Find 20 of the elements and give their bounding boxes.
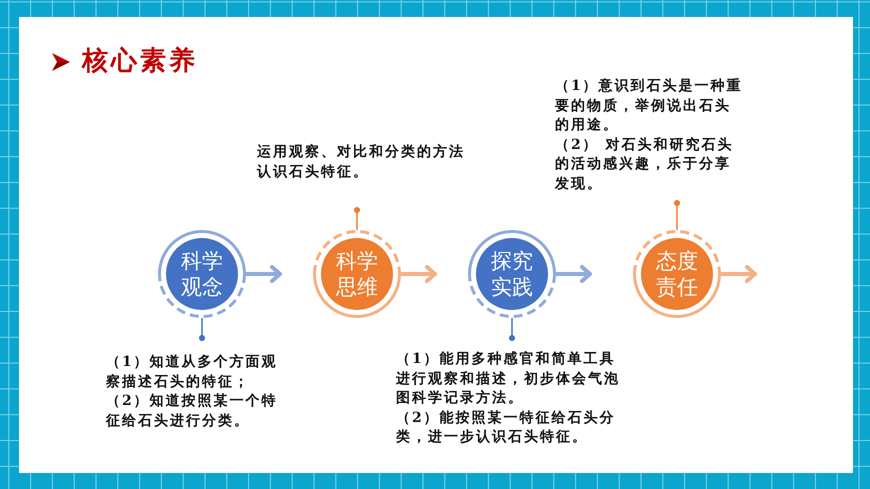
arrow [401,265,437,283]
description-text: （2）知道按照某一个特征给石头进行分类。 [106,392,279,430]
description-text: （1）意识到石头是一种重要的物质，举例说出石头的用途。 [555,77,744,135]
leader-line [354,206,360,230]
circle-label: 科学思维 [335,248,379,300]
circle-label: 态度责任 [655,248,699,300]
slide-title: 核心素养 [82,46,198,76]
arrow [721,265,757,283]
arrow [246,265,282,283]
leader-line [674,200,680,230]
description-text: （2） 对石头和研究石头的活动感兴趣，乐于分享发现。 [555,136,735,194]
description-text: （1）能用多种感官和简单工具进行观察和描述，初步体会气泡图科学记录方法。 [396,350,621,408]
description-text: （1）知道从多个方面观察描述石头的特征； [106,353,279,392]
leader-line [198,318,206,342]
circle-label: 探究实践 [490,248,534,300]
leader-line [508,318,516,342]
description-text: （2）能按照某一特征给石头分类，进一步认识石头特征。 [396,408,617,447]
description-text: 运用观察、对比和分类的方法认识石头特征。 [257,143,466,182]
circle-label: 科学观念 [180,248,224,300]
arrow [556,265,592,283]
